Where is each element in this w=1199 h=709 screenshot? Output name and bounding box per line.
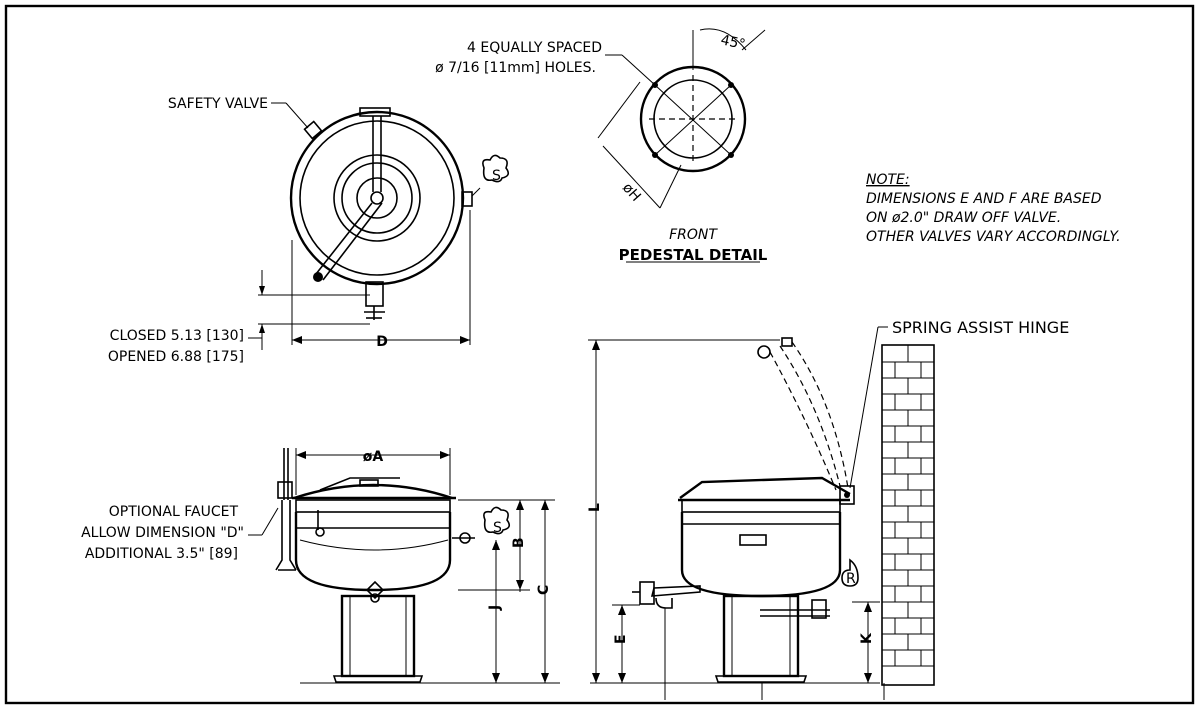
holes-label-line1: 4 EQUALLY SPACED	[467, 40, 602, 56]
angle-label: 45°	[719, 32, 747, 53]
holes-label-line2: ø 7/16 [11mm] HOLES.	[435, 60, 596, 76]
top-view-handle-knob	[313, 272, 323, 282]
safety-valve-symbol	[303, 120, 323, 140]
note-title: NOTE:	[866, 172, 910, 188]
brick-pattern	[882, 345, 934, 667]
faucet-label-line3: ADDITIONAL 3.5" [89]	[85, 546, 238, 562]
opened-dimension-label: OPENED 6.88 [175]	[108, 349, 244, 365]
top-view-lid-inner	[341, 162, 413, 234]
drain-symbol-icon	[841, 558, 859, 587]
faucet-label-line2: ALLOW DIMENSION "D"	[81, 525, 244, 541]
front-pedestal	[340, 594, 416, 678]
front-label: FRONT	[669, 227, 718, 243]
closed-dimension-label: CLOSED 5.13 [130]	[110, 328, 244, 344]
side-lid	[679, 476, 851, 499]
side-rim	[681, 499, 841, 513]
drain-symbol-label: R	[846, 571, 856, 587]
top-view-knob	[370, 191, 384, 205]
safety-valve-label: SAFETY VALVE	[168, 96, 268, 112]
steam-inlet-top-view	[461, 191, 473, 207]
faucet-label-line1: OPTIONAL FAUCET	[109, 504, 239, 520]
front-steam-cloud-icon	[483, 506, 511, 535]
drain-valve-top-view	[365, 281, 384, 307]
side-pedestal	[722, 594, 800, 678]
draw-off-valve	[650, 585, 701, 597]
drawing-border	[4, 4, 1195, 705]
dimension-e-label: E	[613, 634, 629, 644]
steam-cloud-icon	[482, 154, 510, 183]
top-view-inner-rim	[299, 120, 455, 276]
top-view-lid-ring	[333, 154, 421, 242]
top-view-knob-ring	[356, 177, 398, 219]
name-plate	[739, 534, 767, 546]
open-lid-knob	[757, 345, 771, 359]
dimension-k-label: K	[859, 632, 875, 644]
top-view-outer-rim	[289, 110, 465, 286]
dimension-l-label: L	[587, 503, 603, 512]
side-view	[588, 326, 935, 700]
dimension-b-label: B	[511, 537, 527, 548]
front-bowl	[294, 512, 452, 592]
note-line-1: DIMENSIONS E AND F ARE BASED	[866, 191, 1102, 207]
steam-symbol-front: S	[493, 520, 502, 536]
spring-hinge-label: SPRING ASSIST HINGE	[892, 318, 1069, 337]
top-view	[248, 102, 510, 350]
front-lid	[293, 483, 453, 500]
top-view-lid-bracket	[359, 107, 391, 117]
pedestal-detail-title: PEDESTAL DETAIL	[619, 246, 768, 264]
note-line-3: OTHER VALVES VARY ACCORDINGLY.	[866, 229, 1121, 245]
note-line-2: ON ø2.0" DRAW OFF VALVE.	[866, 210, 1061, 226]
diameter-h-label: øH	[619, 180, 644, 205]
front-view	[248, 448, 560, 684]
dimension-j-label: J	[487, 605, 503, 611]
dimension-c-label: C	[536, 585, 552, 595]
steam-symbol-top: S	[492, 168, 501, 184]
spring-hinge	[839, 485, 855, 505]
dimension-a-label: øA	[363, 449, 384, 465]
front-rim	[295, 499, 451, 513]
pedestal-detail	[597, 28, 766, 263]
optional-faucet	[277, 481, 293, 499]
dimension-d-label: D	[376, 334, 388, 350]
